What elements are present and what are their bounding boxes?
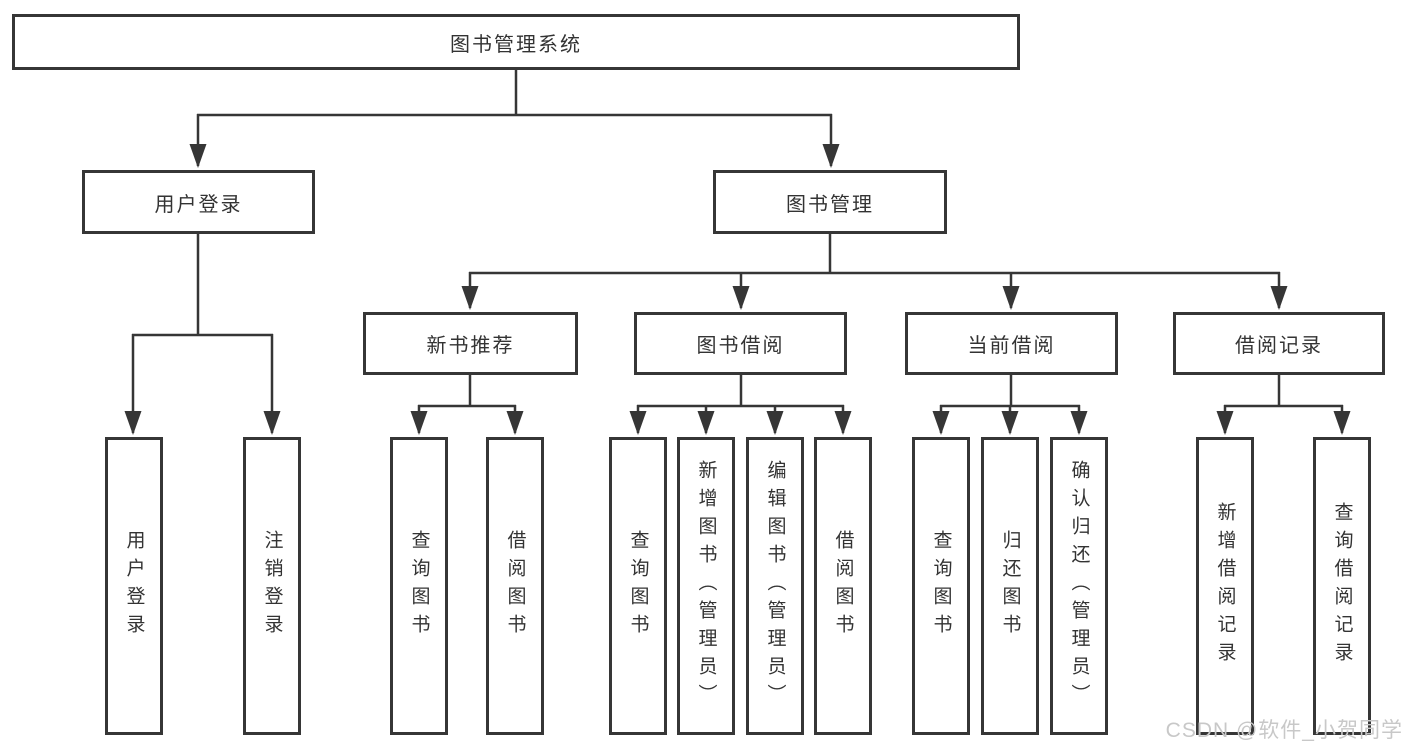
leaf-logout: 注销登录 [243,437,301,735]
node-book-borrow: 图书借阅 [634,312,847,375]
leaf-add-book-admin: 新增图书（管理员） [677,437,735,735]
leaf-query-borrow-record: 查询借阅记录 [1313,437,1371,735]
watermark: CSDN @软件_小贺同学 [1165,719,1403,742]
leaf-borrow-books: 借阅图书 [814,437,872,735]
leaf-borrow-books-recommend: 借阅图书 [486,437,544,735]
leaf-edit-book-admin: 编辑图书（管理员） [746,437,804,735]
leaf-user-login: 用户登录 [105,437,163,735]
leaf-query-books-recommend: 查询图书 [390,437,448,735]
leaf-query-books-current: 查询图书 [912,437,970,735]
leaf-add-borrow-record: 新增借阅记录 [1196,437,1254,735]
node-user-login: 用户登录 [82,170,315,234]
node-current-borrow: 当前借阅 [905,312,1118,375]
node-new-book-recommend: 新书推荐 [363,312,578,375]
node-root: 图书管理系统 [12,14,1020,70]
leaf-query-books-borrow: 查询图书 [609,437,667,735]
node-book-management: 图书管理 [713,170,947,234]
leaf-confirm-return-admin: 确认归还（管理员） [1050,437,1108,735]
node-borrow-records: 借阅记录 [1173,312,1385,375]
leaf-return-books: 归还图书 [981,437,1039,735]
